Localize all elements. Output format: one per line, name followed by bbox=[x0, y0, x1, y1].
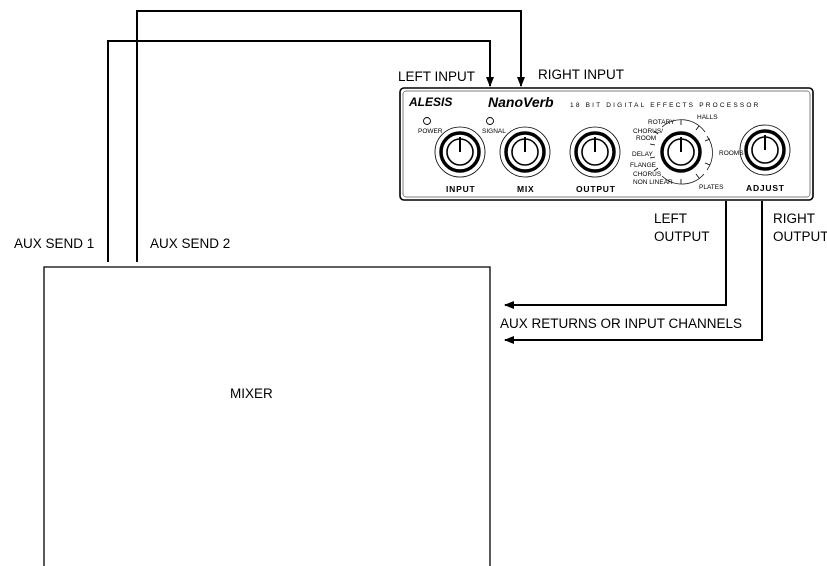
aux-send-2-wire bbox=[136, 10, 525, 262]
aux-send-1-label: AUX SEND 1 bbox=[14, 236, 94, 251]
program-flange: FLANGE bbox=[630, 162, 657, 169]
nanoverb-panel: ALESIS NanoVerb 18 BIT DIGITAL EFFECTS P… bbox=[399, 87, 814, 201]
program-rooms: ROOMS bbox=[719, 150, 744, 157]
tagline: 18 BIT DIGITAL EFFECTS PROCESSOR bbox=[570, 102, 761, 109]
program-rotary: ROTARY bbox=[648, 119, 675, 126]
model-logo: NanoVerb bbox=[488, 94, 554, 110]
program-plates: PLATES bbox=[699, 184, 724, 191]
input-knob[interactable] bbox=[434, 126, 486, 178]
program-non-linear: NON LINEAR bbox=[633, 179, 673, 186]
power-led bbox=[423, 117, 431, 125]
left-input-label: LEFT INPUT bbox=[398, 69, 475, 84]
power-label: POWER bbox=[418, 128, 443, 135]
program-delay: DELAY bbox=[632, 151, 653, 158]
signal-label: SIGNAL bbox=[482, 128, 506, 135]
output-knob-label: OUTPUT bbox=[576, 184, 616, 194]
right-output-label-line2: OUTPUT bbox=[773, 229, 827, 244]
adjust-knob-label: ADJUST bbox=[746, 183, 785, 193]
right-output-label-line1: RIGHT bbox=[773, 211, 815, 226]
aux-send-1-wire bbox=[107, 40, 494, 262]
right-input-label: RIGHT INPUT bbox=[538, 67, 624, 82]
aux-returns-label: AUX RETURNS OR INPUT CHANNELS bbox=[500, 316, 742, 331]
program-chorus-room-line2: ROOM bbox=[636, 135, 656, 142]
output-knob[interactable] bbox=[569, 126, 621, 178]
mix-knob[interactable] bbox=[499, 126, 551, 178]
adjust-knob[interactable] bbox=[739, 124, 791, 176]
program-chorus: CHORUS bbox=[633, 171, 662, 178]
left-output-label-line1: LEFT bbox=[654, 211, 687, 226]
input-knob-label: INPUT bbox=[446, 184, 476, 194]
aux-send-2-label: AUX SEND 2 bbox=[150, 236, 230, 251]
left-output-label-line2: OUTPUT bbox=[654, 229, 710, 244]
right-output-wire bbox=[504, 201, 763, 344]
mixer-label: MIXER bbox=[230, 386, 273, 401]
left-output-wire bbox=[504, 201, 727, 309]
program-selector-knob[interactable] bbox=[649, 119, 713, 185]
program-halls: HALLS bbox=[697, 114, 718, 121]
mixer-box bbox=[43, 266, 491, 566]
mix-knob-label: MIX bbox=[517, 184, 535, 194]
brand-logo: ALESIS bbox=[408, 95, 452, 109]
signal-led bbox=[486, 117, 494, 125]
program-chorus-room-line1: CHORUS/ bbox=[633, 128, 663, 135]
